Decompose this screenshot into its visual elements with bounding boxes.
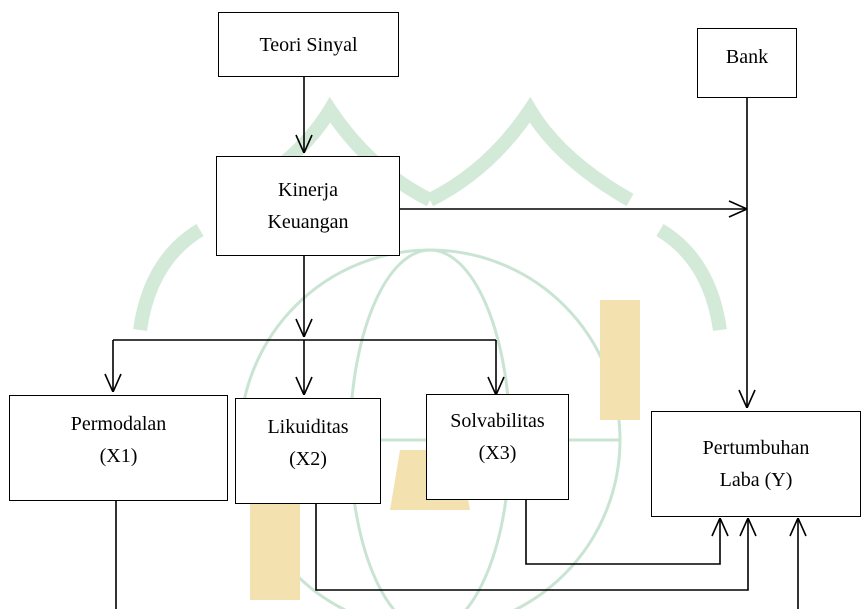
node-solvabilitas-line-2: (X3) [478,442,517,464]
node-permodalan-line-2: (X1) [99,445,138,467]
node-likuiditas-line-1: Likuiditas [267,416,349,438]
node-bank-line: Bank [725,46,769,68]
watermark-petal-far-left [133,223,204,332]
arrow-solvabilitas-to-pertumbuhan [525,500,720,565]
node-kinerja-keuangan: Kinerja Keuangan [216,156,400,256]
node-pertumbuhan-line-2: Laba (Y) [719,469,793,491]
node-kinerja-line-1: Kinerja [278,179,338,201]
watermark-gold-block-right [600,300,640,420]
node-teori-sinyal-line: Teori Sinyal [259,33,358,56]
watermark-gold-block-left [250,480,300,600]
node-pertumbuhan-line-1: Pertumbuhan [702,437,810,459]
node-likuiditas: Likuiditas (X2) [235,398,381,504]
watermark-petal-far-right [656,223,727,332]
node-likuiditas-line-2: (X2) [289,448,327,470]
watermark-petal-right [426,96,634,207]
node-pertumbuhan-laba: Pertumbuhan Laba (Y) [651,411,861,517]
arrow-likuiditas-to-pertumbuhan [315,504,748,591]
node-kinerja-line-2: Keuangan [267,211,349,233]
node-bank: Bank [697,28,797,98]
node-teori-sinyal: Teori Sinyal [218,12,399,77]
node-solvabilitas-line-1: Solvabilitas [450,410,545,432]
node-permodalan-line-1: Permodalan [70,413,167,435]
node-permodalan: Permodalan (X1) [9,395,228,501]
node-solvabilitas: Solvabilitas (X3) [426,394,569,500]
